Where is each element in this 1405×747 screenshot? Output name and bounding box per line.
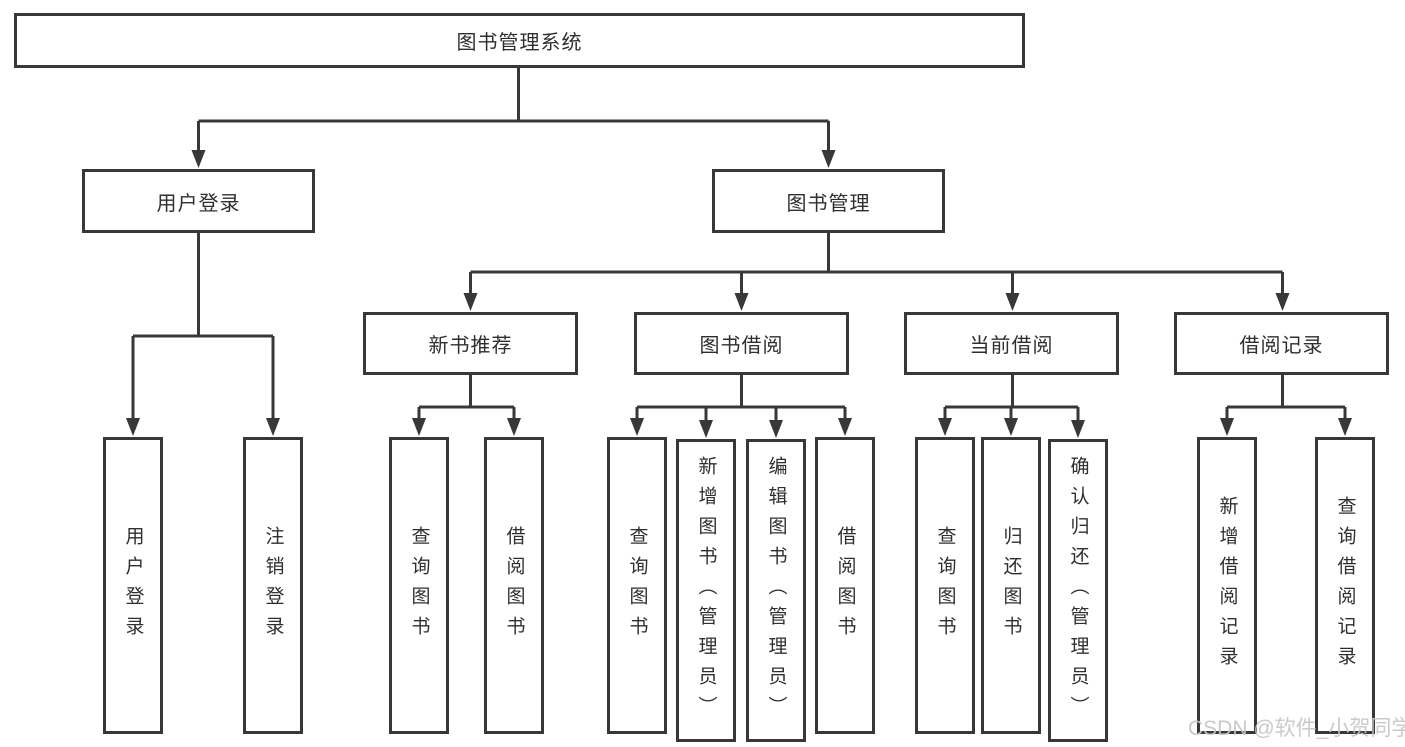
leaf-edit-books-admin-label: 编辑图书（管理员）: [765, 455, 787, 726]
node-user-login-label: 用户登录: [156, 192, 241, 215]
leaf-borrow-books-recommend-label: 借阅图书: [503, 525, 525, 646]
node-new-book-recommend: 新书推荐: [363, 312, 578, 375]
leaf-user-login: 用户登录: [103, 437, 163, 734]
leaf-user-login-label: 用户登录: [122, 525, 144, 646]
leaf-edit-books-admin: 编辑图书（管理员）: [746, 439, 806, 742]
leaf-query-books-borrowing-label: 查询图书: [626, 525, 648, 646]
leaf-return-books-label: 归还图书: [1000, 525, 1022, 646]
leaf-query-books-recommend-label: 查询图书: [408, 525, 430, 646]
leaf-borrow-books-borrowing: 借阅图书: [815, 437, 875, 734]
node-library-system: 图书管理系统: [14, 13, 1025, 68]
node-book-management-label: 图书管理: [786, 192, 871, 215]
node-user-login: 用户登录: [82, 169, 315, 233]
leaf-logout-login-label: 注销登录: [262, 525, 284, 646]
leaf-add-borrow-record-label: 新增借阅记录: [1216, 495, 1238, 676]
leaf-add-borrow-record: 新增借阅记录: [1197, 437, 1257, 734]
node-borrow-records-label: 借阅记录: [1239, 335, 1324, 357]
node-book-management: 图书管理: [712, 169, 945, 233]
leaf-confirm-return-admin-label: 确认归还（管理员）: [1067, 455, 1089, 726]
node-new-book-recommend-label: 新书推荐: [428, 335, 513, 357]
leaf-query-books-current-label: 查询图书: [934, 525, 956, 646]
leaf-borrow-books-recommend: 借阅图书: [484, 437, 544, 734]
node-book-borrowing: 图书借阅: [634, 312, 849, 375]
leaf-query-borrow-record: 查询借阅记录: [1315, 437, 1375, 734]
leaf-logout-login: 注销登录: [243, 437, 303, 734]
leaf-return-books: 归还图书: [981, 437, 1041, 734]
node-library-system-label: 图书管理系统: [456, 32, 583, 54]
leaf-query-books-recommend: 查询图书: [389, 437, 449, 734]
leaf-add-books-admin: 新增图书（管理员）: [676, 439, 736, 742]
leaf-borrow-books-borrowing-label: 借阅图书: [834, 525, 856, 646]
leaf-query-books-borrowing: 查询图书: [607, 437, 667, 734]
watermark: CSDN @软件_小贺同学: [1188, 717, 1405, 740]
leaf-add-books-admin-label: 新增图书（管理员）: [695, 455, 717, 726]
node-borrow-records: 借阅记录: [1174, 312, 1389, 375]
leaf-query-borrow-record-label: 查询借阅记录: [1334, 495, 1356, 676]
leaf-confirm-return-admin: 确认归还（管理员）: [1048, 439, 1108, 742]
node-current-borrowing-label: 当前借阅: [969, 335, 1054, 357]
node-current-borrowing: 当前借阅: [904, 312, 1119, 375]
node-book-borrowing-label: 图书借阅: [699, 335, 784, 357]
leaf-query-books-current: 查询图书: [915, 437, 975, 734]
